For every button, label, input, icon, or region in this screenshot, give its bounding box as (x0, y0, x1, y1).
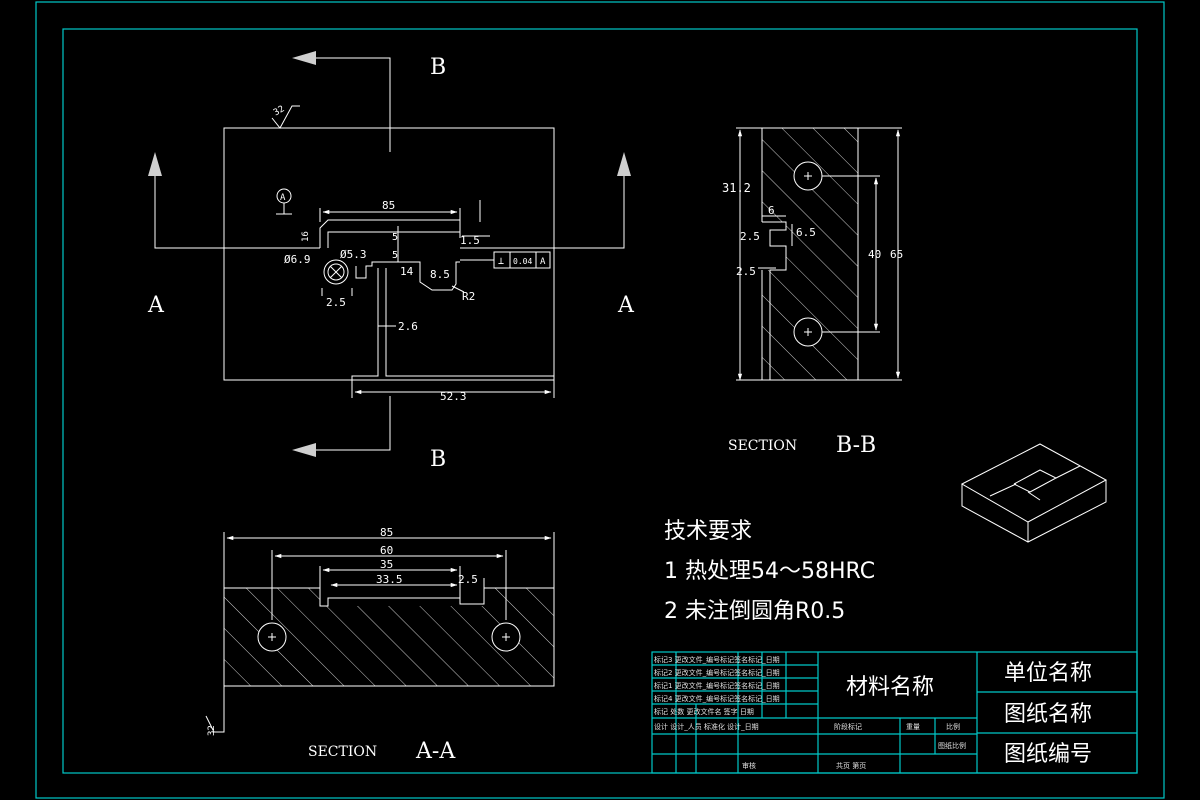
slot-outline (319, 219, 461, 248)
cut-line-a-right (460, 170, 625, 249)
surface-finish-bottom: 32 (207, 725, 217, 736)
hole-outer (323, 259, 349, 285)
tech-requirements: 技术要求 1 热处理54～58HRC 2 未注倒圆角R0.5 (664, 519, 875, 624)
front-view: B B A A 32 A 85 1.5 16 5 5 (147, 51, 635, 472)
section-aa-word: SECTION (308, 744, 377, 760)
arrow-left-icon (292, 443, 316, 457)
arrow-left-icon (292, 51, 316, 65)
hole-inner (327, 263, 345, 281)
tolerance-value: 0.04 (513, 257, 532, 266)
tolerance-symbol: ⊥ (498, 256, 504, 267)
section-label-a-left: A (147, 293, 165, 318)
section-aa-view: 85 60 35 33.5 2.5 32 SECTION A-A (205, 526, 555, 764)
section-label-a-right: A (617, 293, 635, 318)
stage-label: 阶段标记 (834, 722, 862, 731)
dim-6-5-bb: 6.5 (796, 226, 816, 239)
tech-item-2: 2 未注倒圆角R0.5 (664, 599, 845, 624)
cut-line-b-bottom (300, 396, 391, 451)
dim-2-5-aa: 2.5 (458, 573, 478, 586)
arrow-up-icon (148, 152, 162, 176)
inner-border (62, 28, 1138, 774)
dim-r2: R2 (462, 290, 475, 303)
dim-52-3: 52.3 (440, 390, 467, 403)
dim-14: 14 (400, 265, 414, 278)
surface-finish-top: 32 (272, 104, 286, 118)
header-row: 标记 处数 更改文件名 签字 日期 (654, 707, 754, 716)
dim-31-2: 31.2 (722, 181, 751, 195)
dim-65: 65 (890, 248, 903, 261)
dim-40: 40 (868, 248, 881, 261)
approve-label: 审核 (742, 761, 756, 770)
section-aa-name: A-A (415, 739, 456, 764)
drawing-number: 图纸编号 (1004, 742, 1092, 767)
scale-value: 图纸比例 (938, 741, 966, 750)
surface-finish-icon (205, 686, 225, 733)
section-label-b-bottom: B (430, 447, 446, 472)
dim-5b: 5 (392, 250, 398, 261)
dim-60-aa: 60 (380, 544, 393, 557)
isometric-view (960, 443, 1108, 543)
dim-2-5a-bb: 2.5 (740, 230, 760, 243)
dim-35-aa: 35 (380, 558, 393, 571)
tech-item-1: 1 热处理54～58HRC (664, 559, 875, 584)
dim-dia-5-3: Ø5.3 (340, 248, 367, 261)
drawing-name: 图纸名称 (1004, 702, 1092, 727)
section-bb-name: B-B (836, 433, 876, 458)
dim-16: 16 (301, 231, 311, 242)
rev-row-1: 标记3 更改文件_编号标记签名标记_日期 (654, 655, 780, 664)
section-bb-word: SECTION (728, 438, 797, 454)
material-name: 材料名称 (846, 675, 934, 700)
tech-heading: 技术要求 (664, 519, 752, 544)
dim-5a: 5 (392, 232, 398, 243)
section-bb-view: 31.2 40 65 6 2.5 6.5 2.5 SECTION B-B (722, 127, 903, 458)
cut-line-b-top (300, 57, 391, 152)
rev-row-4: 标记4 更改文件_编号标记签名标记_日期 (654, 694, 780, 703)
dim-dia-6-9: Ø6.9 (284, 253, 311, 266)
weight-label: 重量 (906, 723, 920, 731)
dim-2-6: 2.6 (398, 320, 418, 333)
section-label-b-top: B (430, 55, 446, 80)
rev-row-3: 标记1 更改文件_编号标记签名标记_日期 (654, 681, 780, 690)
datum-label: A (280, 193, 286, 203)
dim-85-front: 85 (382, 199, 395, 212)
dim-85-aa: 85 (380, 526, 393, 539)
dim-2-5-front: 2.5 (326, 296, 346, 309)
dim-6-bb: 6 (768, 204, 775, 217)
tolerance-frame (493, 251, 551, 269)
scale-label: 比例 (946, 722, 960, 731)
front-view-outline (223, 127, 555, 381)
surface-finish-icon (271, 105, 300, 129)
design-row: 设计 设计_人员 标准化 设计_日期 (654, 722, 759, 731)
dim-1-5: 1.5 (460, 234, 480, 247)
company-name: 单位名称 (1004, 661, 1092, 686)
outer-border (35, 1, 1165, 799)
channel-outline (351, 268, 379, 380)
cut-line-a-left (154, 170, 320, 249)
arrow-up-icon (617, 152, 631, 176)
tolerance-datum: A (540, 257, 546, 267)
sheets-label: 共页 第页 (836, 761, 866, 770)
dim-2-5b-bb: 2.5 (736, 265, 756, 278)
dim-8-5: 8.5 (430, 268, 450, 281)
rev-row-2: 标记2 更改文件_编号标记签名标记_日期 (654, 668, 780, 677)
title-block: 标记3 更改文件_编号标记签名标记_日期 标记2 更改文件_编号标记签名标记_日… (651, 651, 1138, 774)
dim-33-5-aa: 33.5 (376, 573, 403, 586)
